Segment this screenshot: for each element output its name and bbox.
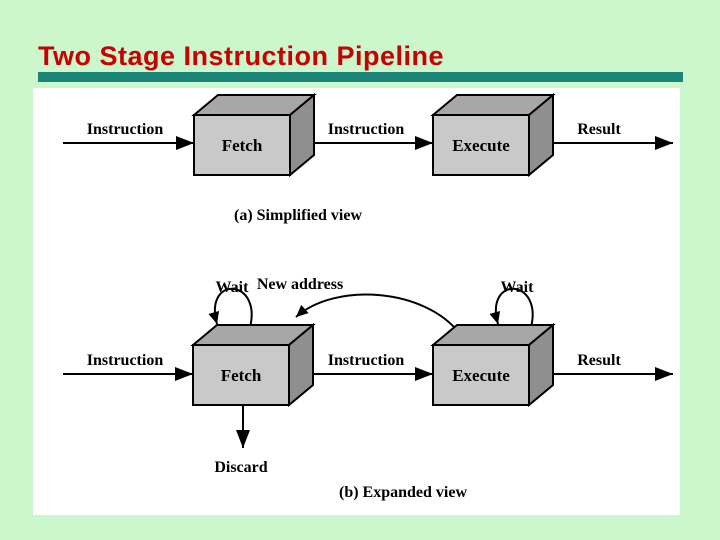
- pipeline-diagram: Instruction Fetch Instruction Execute Re: [63, 92, 673, 501]
- execute-wait-label: Wait: [501, 279, 535, 296]
- caption-expanded-view: (b) Expanded view: [339, 484, 467, 501]
- execute-label-a: Execute: [452, 136, 510, 155]
- fetch-box-b: Fetch: [190, 322, 316, 408]
- diagram-canvas: Instruction Fetch Instruction Execute Re: [33, 88, 680, 515]
- fetch-box-b-front: [192, 344, 290, 406]
- fetch-label-b: Fetch: [221, 366, 262, 385]
- execute-box-b: Execute: [430, 322, 556, 408]
- execute-box-b-front: [432, 344, 530, 406]
- execute-label-b: Execute: [452, 366, 510, 385]
- fetch-label-a: Fetch: [222, 136, 263, 155]
- execute-box-a: Execute: [430, 92, 556, 178]
- input-label-a: Instruction: [87, 121, 164, 138]
- output-label-a: Result: [577, 121, 621, 138]
- discard-label: Discard: [214, 459, 267, 476]
- fetch-wait-loop-arrow: [208, 287, 253, 332]
- slide-title: Two Stage Instruction Pipeline: [38, 41, 445, 71]
- new-address-label: New address: [257, 276, 343, 293]
- new-address-arrow: [295, 293, 461, 335]
- expanded-view-diagram: Instruction Wait New address Wait Fetch: [63, 276, 673, 501]
- transfer-label-a: Instruction: [328, 121, 405, 138]
- fetch-box-a-front: [193, 114, 291, 176]
- input-label-b: Instruction: [87, 352, 164, 369]
- fetch-box-a: Fetch: [191, 92, 317, 178]
- execute-box-a-front: [432, 114, 530, 176]
- fetch-wait-label: Wait: [216, 279, 250, 296]
- title-underline-bar: [38, 72, 683, 82]
- execute-wait-loop-arrow: [489, 287, 534, 332]
- caption-simplified-view: (a) Simplified view: [234, 207, 362, 224]
- transfer-label-b: Instruction: [328, 352, 405, 369]
- output-label-b: Result: [577, 352, 621, 369]
- simplified-view-diagram: Instruction Fetch Instruction Execute Re: [63, 92, 673, 224]
